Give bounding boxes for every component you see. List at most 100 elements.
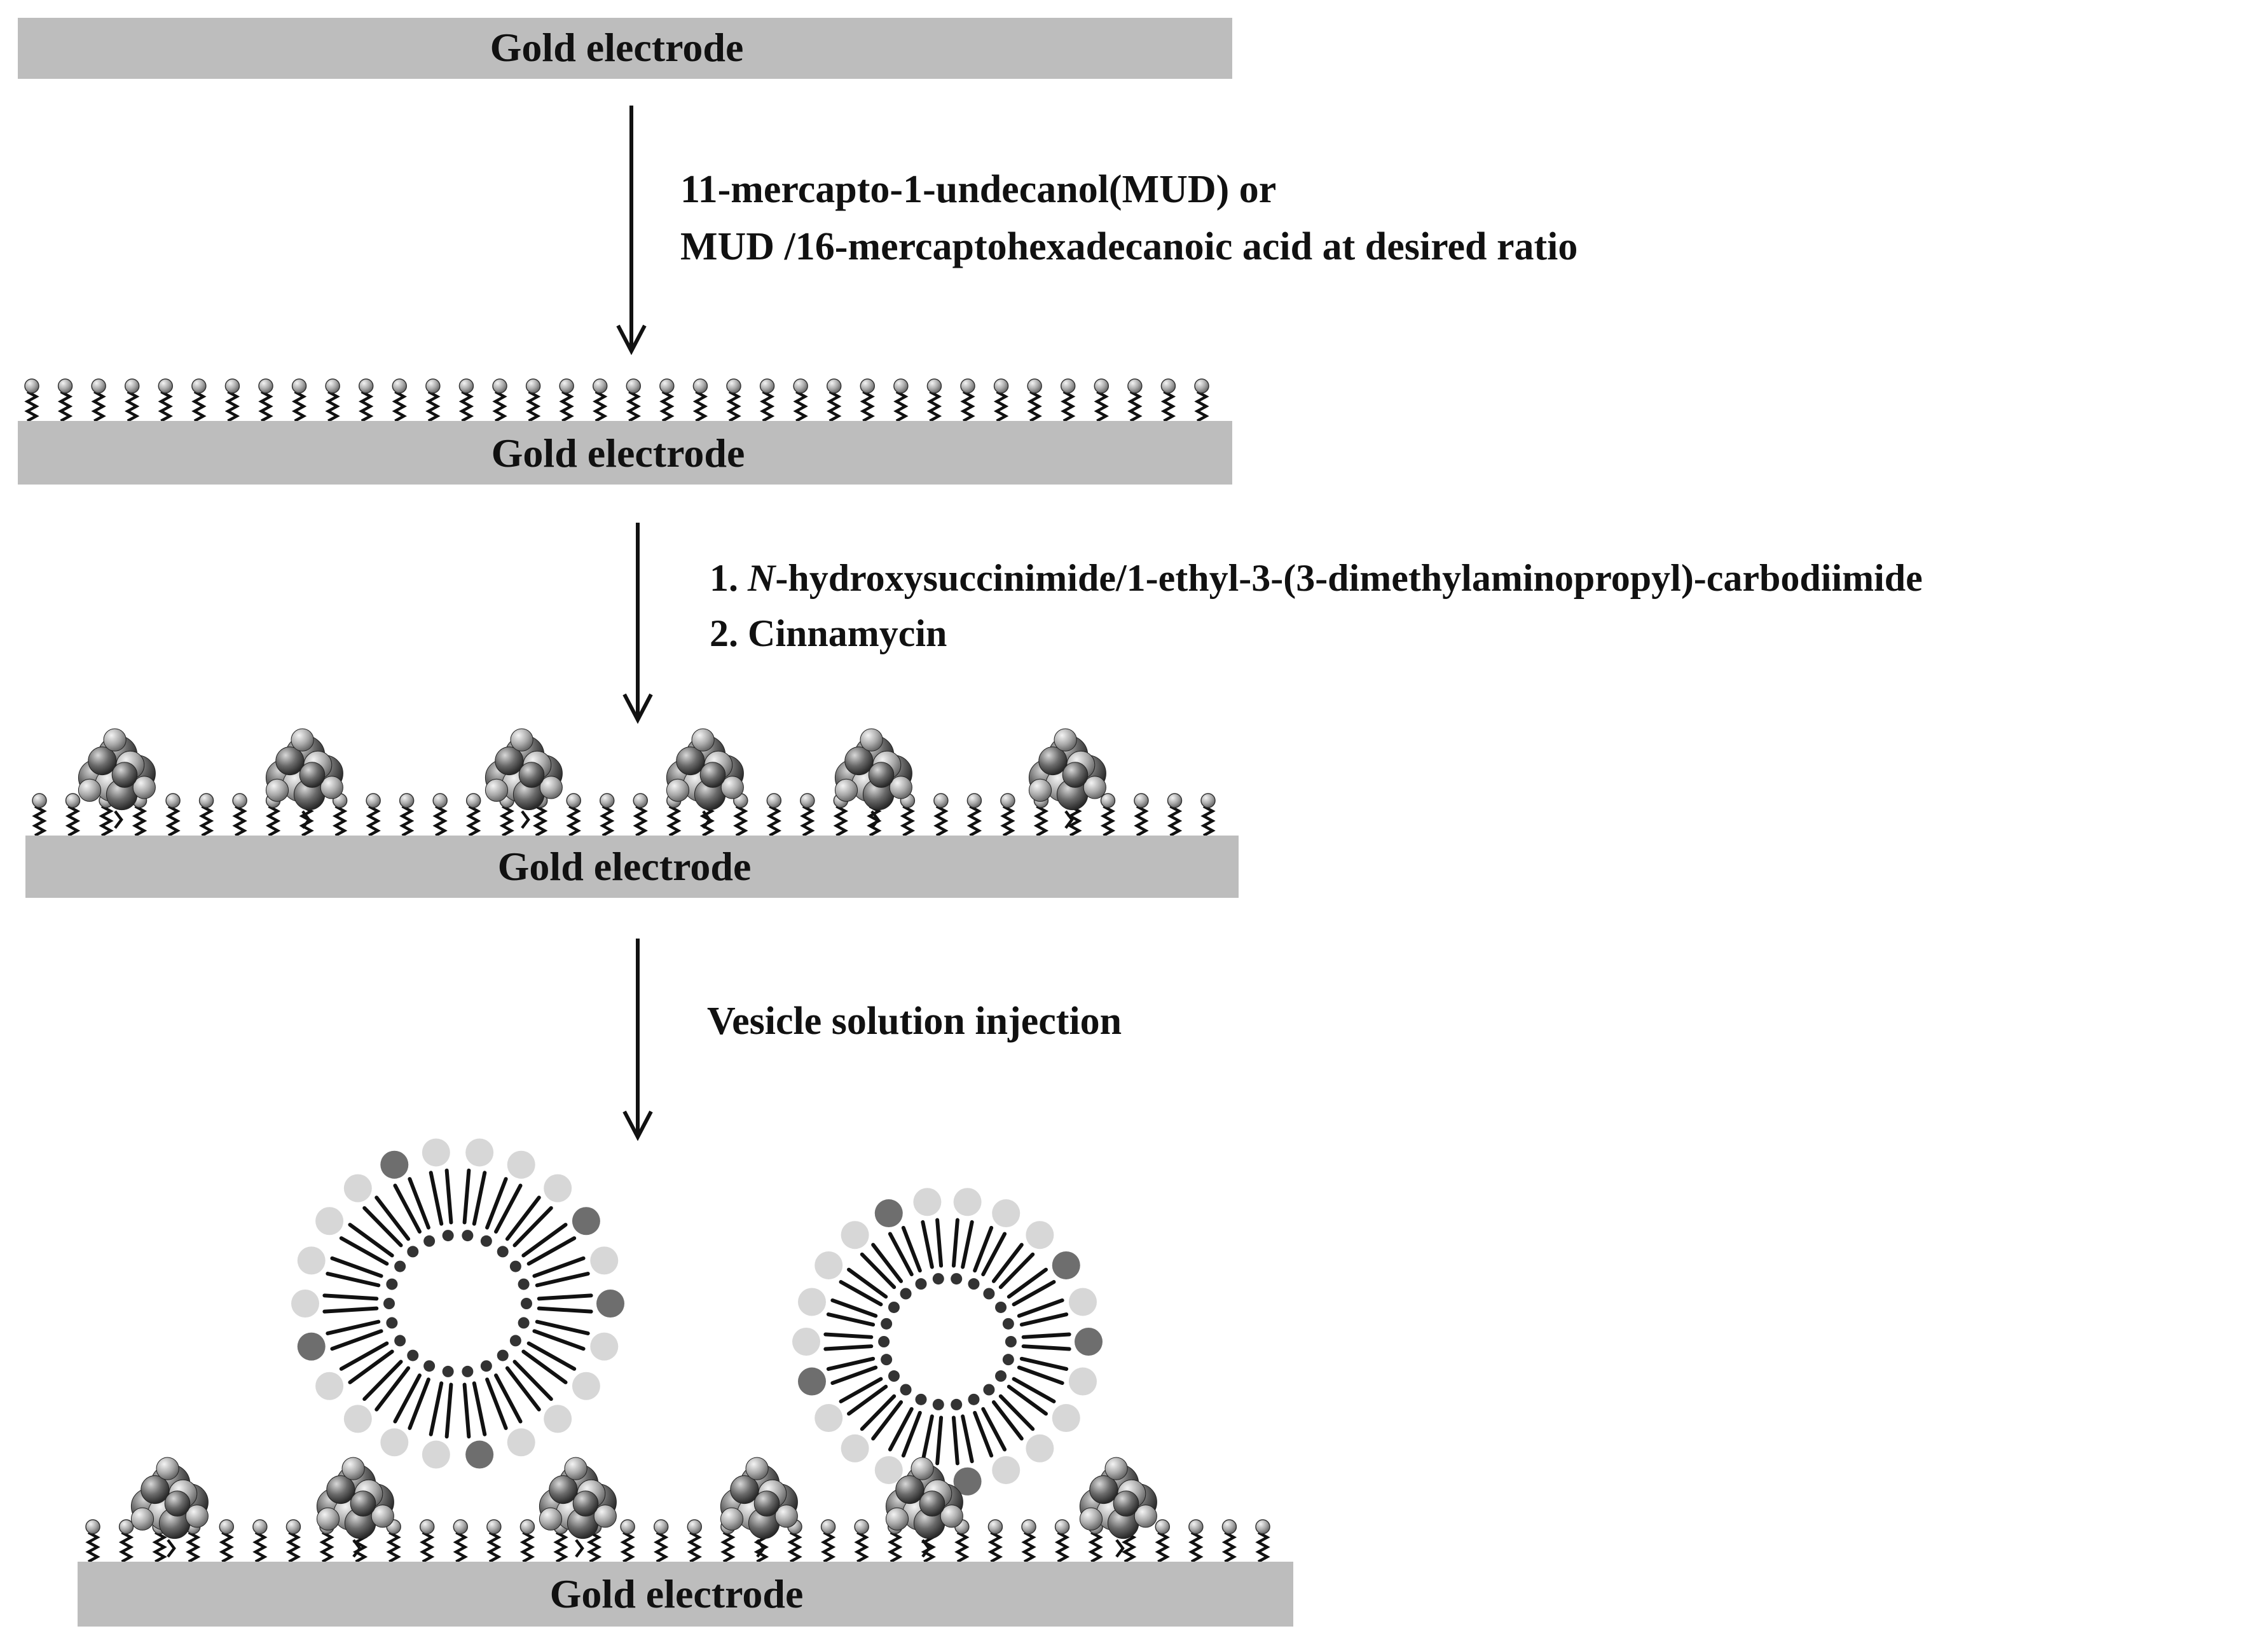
thiol-molecule: [291, 378, 307, 422]
thiol-molecule: [860, 378, 876, 422]
thiol-molecule: [759, 378, 775, 422]
lipid-head-inner: [423, 1235, 436, 1247]
lipid-head: [841, 1434, 869, 1462]
cinnamycin-molecule: [316, 1457, 394, 1558]
lipid-head-inner: [983, 1384, 995, 1396]
lipid-head-inner: [968, 1393, 980, 1405]
arrow-3: [622, 939, 653, 1141]
lipid-head: [1069, 1288, 1097, 1316]
lipid-head: [465, 1138, 494, 1167]
thiol-molecule: [1094, 378, 1110, 422]
electrode-bar: [25, 836, 1239, 898]
lipid-head: [315, 1207, 344, 1235]
thiol-molecule: [118, 1519, 134, 1563]
lipid-head: [291, 1290, 319, 1318]
thiol-molecule: [1160, 378, 1176, 422]
lipid-head-inner: [1002, 1318, 1014, 1330]
thiol-molecule: [486, 1519, 502, 1563]
lipid-head: [315, 1372, 344, 1400]
thiol-molecule: [933, 793, 949, 837]
thiol-molecule: [252, 1519, 268, 1563]
thiol-molecule: [198, 793, 214, 837]
thiol-molecule: [32, 793, 47, 837]
thiol-molecule: [24, 378, 39, 422]
lipid-head-inner: [521, 1298, 532, 1309]
cinnamycin-molecule: [885, 1457, 963, 1558]
thiol-molecule: [85, 1519, 100, 1563]
thiol-molecule: [399, 793, 415, 837]
thiol-molecule: [893, 378, 909, 422]
thiol-molecule: [620, 1519, 635, 1563]
lipid-head: [596, 1290, 624, 1318]
thiol-molecule: [820, 1519, 836, 1563]
lipid-head-inner: [480, 1235, 492, 1247]
thiol-molecule: [91, 378, 106, 422]
thiol-molecule: [425, 378, 441, 422]
lipid-head: [465, 1440, 494, 1469]
lipid-head-inner: [394, 1260, 406, 1272]
lipid-head: [874, 1456, 903, 1484]
cinnamycin-molecule: [720, 1457, 798, 1558]
lipid-head-inner: [995, 1301, 1007, 1313]
vesicle-right: [792, 1188, 1103, 1496]
electrode-label: Gold electrode: [490, 25, 744, 70]
cinnamycin-molecule: [666, 728, 744, 829]
lipid-head: [814, 1251, 843, 1279]
thiol-molecule: [158, 378, 174, 422]
thiol-molecule: [993, 378, 1009, 422]
lipid-head-inner: [888, 1370, 900, 1382]
thiol-molecule: [566, 793, 581, 837]
cinnamycin-molecule: [834, 728, 912, 829]
thiol-molecule: [392, 378, 408, 422]
thiol-molecule: [826, 378, 842, 422]
cinnamycin-layer: [130, 1457, 1157, 1558]
thiol-molecule: [358, 378, 374, 422]
thiol-molecule: [232, 793, 247, 837]
thiol-molecule: [1127, 378, 1143, 422]
thiol-molecule: [57, 378, 73, 422]
thiol-molecule: [1200, 793, 1216, 837]
thiol-molecule: [1021, 1519, 1036, 1563]
lipid-head-inner: [386, 1317, 398, 1329]
lipid-head: [792, 1328, 820, 1356]
thiol-molecule: [800, 793, 815, 837]
lipid-head-inner: [423, 1360, 436, 1372]
thiol-molecule: [1155, 1519, 1171, 1563]
lipid-head-inner: [442, 1365, 454, 1377]
thiol-molecule: [726, 378, 741, 422]
step-2-text: 1. N-hydroxysuccinimide/1-ethyl-3-(3-dim…: [710, 551, 1923, 661]
lipid-head: [544, 1405, 572, 1433]
electrode-bar: [18, 421, 1232, 485]
lipid-head: [797, 1367, 826, 1396]
lipid-head-inner: [881, 1354, 893, 1366]
step-1-text: 11-mercapto-1-undecanol(MUD) or MUD /16-…: [680, 162, 1577, 276]
thiol-molecule: [432, 793, 448, 837]
lipid-head: [797, 1288, 826, 1316]
thiol-molecule: [366, 793, 381, 837]
lipid-head-inner: [497, 1246, 509, 1258]
thiol-molecule: [1060, 378, 1076, 422]
lipid-head: [507, 1428, 535, 1457]
cinnamycin-layer: [78, 728, 1106, 829]
thiol-molecule: [599, 793, 615, 837]
thiol-molecule: [1194, 378, 1209, 422]
thiol-molecule: [1188, 1519, 1204, 1563]
lipid-head-inner: [497, 1349, 509, 1361]
lipid-head-inner: [951, 1273, 963, 1285]
cinnamycin-molecule: [78, 728, 156, 829]
thiol-molecule: [224, 378, 240, 422]
lipid-head-inner: [888, 1301, 900, 1313]
lipid-head-inner: [509, 1260, 521, 1272]
lipid-head-inner: [383, 1298, 395, 1309]
thiol-molecule: [386, 1519, 401, 1563]
lipid-head: [814, 1404, 843, 1433]
step-1-line-2: MUD /16-mercaptohexadecanoic acid at des…: [680, 224, 1578, 268]
lipid-head: [953, 1467, 982, 1496]
arrow-1: [616, 106, 647, 355]
thiol-molecule: [960, 378, 975, 422]
lipid-head: [380, 1150, 409, 1179]
step-2-line-1: 1. N-hydroxysuccinimide/1-ethyl-3-(3-dim…: [710, 551, 1923, 606]
thiol-molecule: [465, 793, 481, 837]
thiol-molecule: [519, 1519, 535, 1563]
thiol-molecule: [258, 378, 273, 422]
